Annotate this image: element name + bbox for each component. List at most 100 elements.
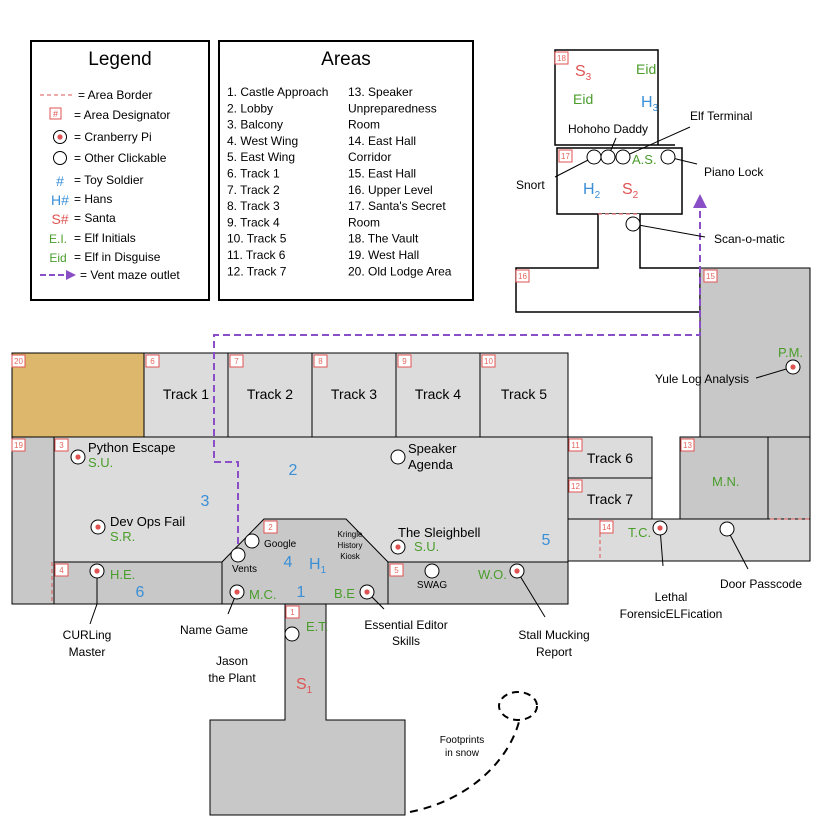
area-list-item: 15. East Hall [348, 167, 416, 181]
toy-soldier-3: 3 [201, 493, 210, 510]
area-designator-18: 18 [557, 54, 566, 63]
speaker-agenda-label-2: Agenda [408, 457, 454, 472]
elf-initials-su-1: S.U. [88, 455, 113, 470]
area-list-item: 18. The Vault [348, 232, 419, 246]
upper-level [515, 214, 701, 313]
cranberry-pi[interactable] [359, 584, 375, 600]
legend-label-santa: = Santa [74, 211, 116, 225]
area-designator-12: 12 [571, 482, 580, 491]
snort-clickable[interactable] [586, 149, 602, 165]
kiosk-label-2: History [338, 541, 363, 550]
area-designator-box [568, 479, 583, 493]
castle-floor [11, 267, 811, 816]
speaker-agenda-clickable[interactable] [390, 449, 406, 465]
kiosk-label-1: Kringle [338, 530, 363, 539]
area-list-item: Corridor [348, 150, 391, 164]
legend-label-hans: = Hans [74, 192, 112, 206]
area-designator-box [554, 51, 569, 65]
door-passcode-clickable[interactable] [719, 521, 735, 537]
sleighbell-label: The Sleighbell [398, 525, 480, 540]
area-designator-box [389, 563, 404, 577]
track-5-label: Track 5 [501, 386, 547, 402]
dev-ops-fail-label: Dev Ops Fail [110, 514, 185, 529]
hans-2: H2 [583, 181, 601, 201]
area-list-item: 9. Track 4 [227, 215, 280, 229]
cranberry-pi[interactable] [229, 584, 245, 600]
area-list-item: 6. Track 1 [227, 167, 280, 181]
track-3-label: Track 3 [331, 386, 377, 402]
legend-label-other-clickable: = Other Clickable [74, 151, 167, 165]
west-wing [53, 561, 223, 605]
areas-title: Areas [321, 49, 371, 70]
cranberry-pi[interactable] [70, 449, 86, 465]
cranberry-pi[interactable] [785, 359, 801, 375]
elf-initials-be: B.E [334, 586, 355, 601]
speaker-agenda-label-1: Speaker [408, 441, 457, 456]
essential-editor-label-2: Skills [392, 634, 420, 648]
area-designator-box [680, 438, 695, 452]
elf-initials-tc: T.C. [628, 525, 651, 540]
swag-clickable[interactable] [424, 563, 440, 579]
jason-label-1: Jason [216, 654, 248, 668]
other-clickable-icon [53, 151, 67, 165]
balcony [221, 518, 389, 605]
area-list-item: 16. Upper Level [348, 183, 433, 197]
elf-disguise-2: Eid [573, 91, 593, 107]
elf-initials-as: A.S. [632, 152, 657, 167]
legend-label-area-designator: = Area Designator [74, 108, 170, 122]
cranberry-pi[interactable] [509, 563, 525, 579]
area-designator-3: 3 [59, 441, 64, 450]
area-list-item: Room [348, 118, 380, 132]
track-4-label: Track 4 [415, 386, 461, 402]
area-designator-4: 4 [59, 566, 64, 575]
area-designator-16: 16 [518, 272, 527, 281]
cranberry-pi[interactable] [390, 539, 406, 555]
elf-initials-et: E.T. [306, 619, 328, 634]
area-designator-box [481, 354, 496, 368]
essential-editor-label-1: Essential Editor [364, 618, 447, 632]
area-list-item: 8. Track 3 [227, 199, 280, 213]
cranberry-pi[interactable] [89, 563, 105, 579]
scan-o-matic-clickable[interactable] [625, 216, 641, 232]
santa-icon: S# [51, 211, 68, 227]
area-designator-box [313, 354, 328, 368]
legend-label-elf-disguise: = Elf in Disguise [74, 250, 161, 264]
area-list-item: 19. West Hall [348, 248, 419, 262]
piano-lock-clickable[interactable] [660, 149, 676, 165]
santa-3: S3 [575, 63, 592, 83]
curling-label-2: Master [69, 645, 106, 659]
elf-initials-mn: M.N. [712, 474, 739, 489]
elf-initials-mc: M.C. [249, 587, 276, 602]
name-game-label: Name Game [180, 623, 248, 637]
area-designator-6: 6 [150, 357, 155, 366]
area-list-item: 17. Santa's Secret [348, 199, 446, 213]
toy-soldier-5: 5 [542, 532, 551, 549]
google-clickable[interactable] [244, 533, 260, 549]
cranberry-pi[interactable] [90, 519, 106, 535]
jason-plant-clickable[interactable] [284, 626, 300, 642]
vents-label: Vents [232, 564, 257, 575]
area-designator-17: 17 [561, 152, 570, 161]
elf-terminal-clickable[interactable] [615, 149, 631, 165]
legend-label-cranberry-pi: = Cranberry Pi [74, 130, 152, 144]
cranberry-pi[interactable] [652, 520, 668, 536]
old-lodge-area [11, 352, 145, 438]
area-designator-box [558, 149, 573, 163]
elf-initials-wo: W.O. [478, 567, 507, 582]
area-designator-box [263, 520, 278, 534]
kiosk-label-3: Kiosk [340, 552, 361, 561]
west-hall [11, 436, 55, 605]
area-list-item: 10. Track 5 [227, 232, 287, 246]
hohoho-daddy-clickable[interactable] [600, 149, 616, 165]
vault-room [554, 49, 675, 146]
area-designator-box [11, 438, 26, 452]
footprints-path [409, 717, 521, 813]
vents-clickable[interactable] [230, 547, 246, 563]
area-list-item: 1. Castle Approach [227, 85, 328, 99]
door-passcode-label: Door Passcode [720, 577, 802, 591]
area-designator-box [11, 354, 26, 368]
area-designator-1: 1 [290, 608, 295, 617]
